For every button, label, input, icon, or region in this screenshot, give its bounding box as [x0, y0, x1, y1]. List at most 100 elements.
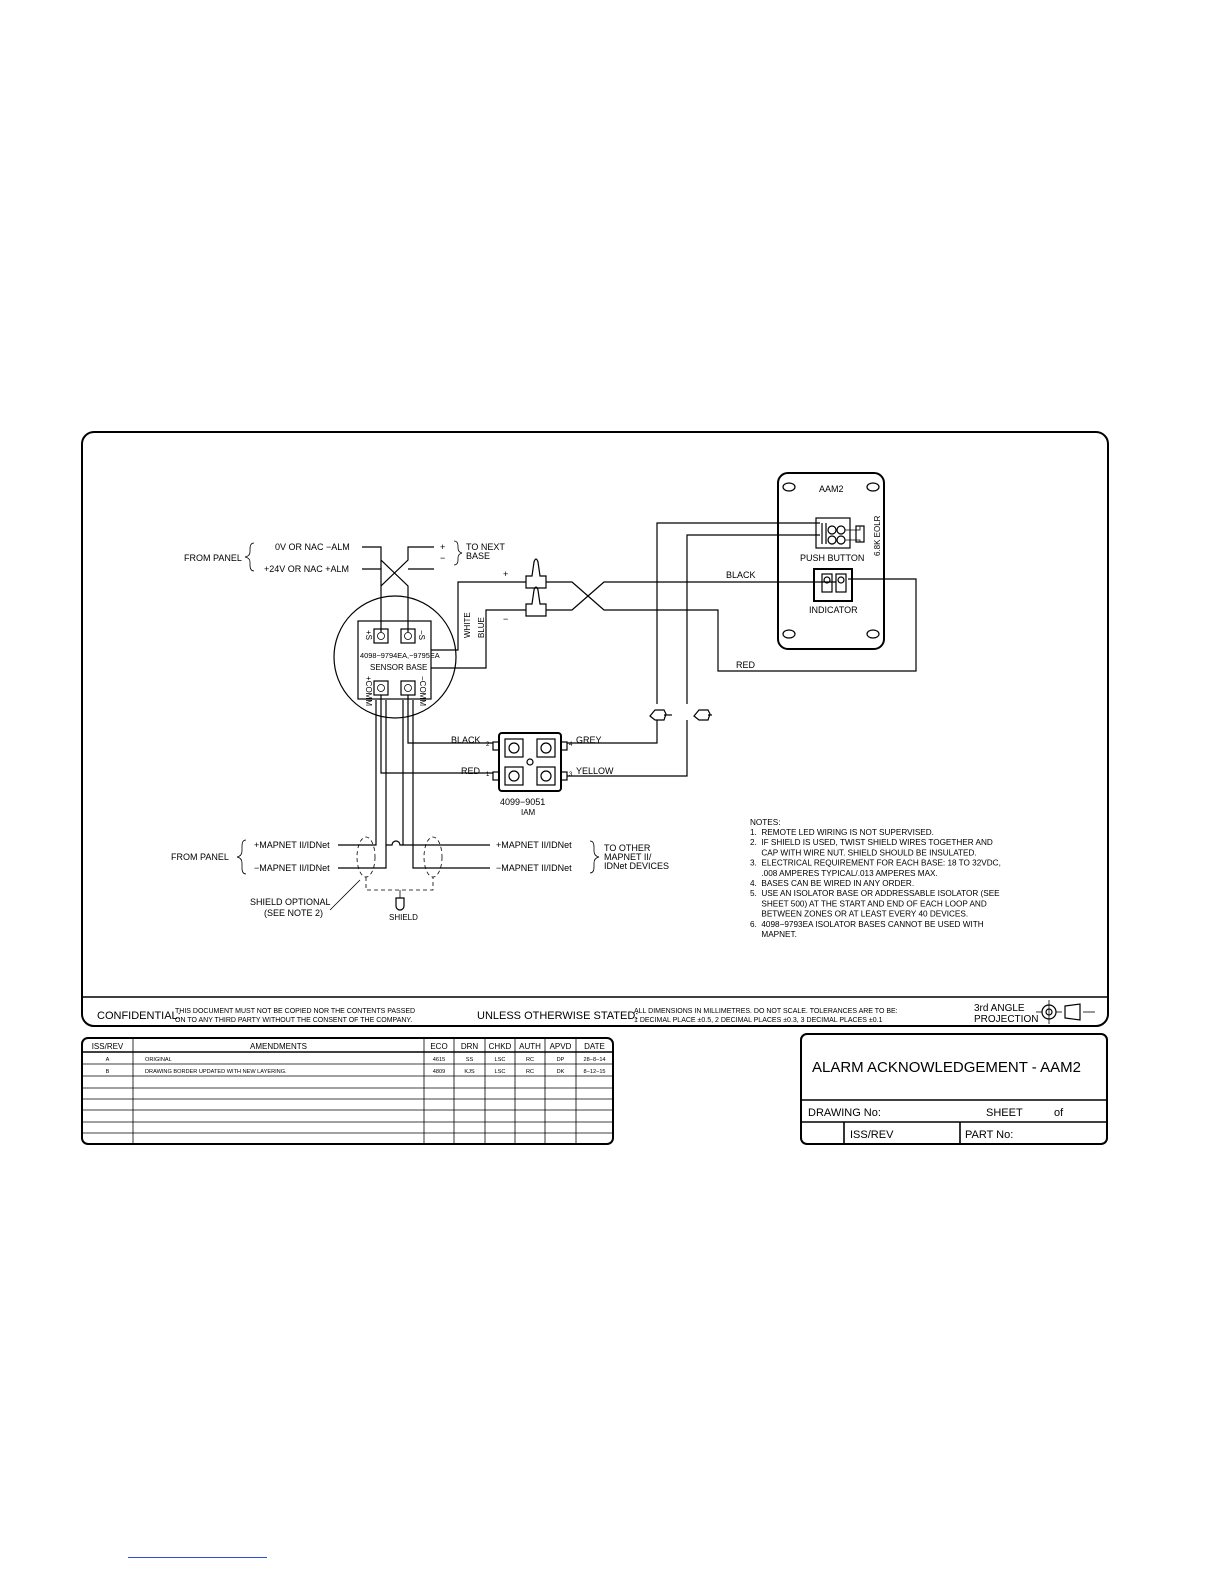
notes-heading: NOTES:: [750, 818, 780, 827]
table-header: AMENDMENTS: [250, 1042, 307, 1051]
table-cell: RC: [526, 1069, 534, 1075]
p24v-nac-alm-label: +24V OR NAC +ALM: [264, 564, 349, 574]
table-header: DRN: [461, 1042, 479, 1051]
iam-terminal: [536, 766, 556, 786]
iam-grey-label: GREY: [576, 735, 602, 745]
indicator-terminal: [835, 573, 847, 593]
note-line: 2. IF SHIELD IS USED, TWIST SHIELD WIRES…: [750, 838, 993, 847]
mount-hole-icon: [782, 482, 796, 492]
table-cell: DRAWING BORDER UPDATED WITH NEW LAYERING…: [145, 1069, 287, 1075]
aam2-title: AAM2: [819, 484, 844, 494]
to-other-2: MAPNET II/: [604, 852, 652, 862]
red-right-label: RED: [736, 660, 756, 670]
sensor-base-model: 4098−9794EA,−9795EA: [360, 651, 440, 660]
push-button-terminal-icon: [827, 525, 837, 535]
iss-rev-label: ISS/REV: [850, 1129, 894, 1141]
mapnet-in-minus-wire: [338, 700, 387, 869]
iam-terminal: [536, 738, 556, 758]
table-cell: RC: [526, 1057, 534, 1063]
confidential-line-1: THIS DOCUMENT MUST NOT BE COPIED NOR THE…: [175, 1008, 415, 1015]
note-line: CAP WITH WIRE NUT. SHIELD SHOULD BE INSU…: [750, 848, 977, 857]
wire-grey-iam: [567, 720, 658, 744]
brace-right-mapnet: [589, 840, 600, 874]
wire-cross: [380, 546, 434, 587]
note-line: 4. BASES CAN BE WIRED IN ANY ORDER.: [750, 879, 914, 888]
iam-model: 4099−9051: [500, 797, 545, 807]
note-line: .008 AMPERES TYPICAL/.013 AMPERES MAX.: [750, 869, 938, 878]
to-other-3: IDNet DEVICES: [604, 861, 669, 871]
wire-yellow-iam: [567, 720, 688, 777]
term-ps-screw-icon: [377, 632, 385, 640]
push-button-terminal-icon: [836, 525, 846, 535]
from-panel-mapnet-label: FROM PANEL: [171, 852, 229, 862]
shield-twist-left: [356, 836, 376, 878]
wire-grey-pb: [656, 522, 820, 704]
dims-line-1: ALL DIMENSIONS IN MILLIMETRES. DO NOT SC…: [634, 1008, 898, 1015]
page-link-underline: [128, 1557, 267, 1558]
table-cell: 4615: [433, 1057, 445, 1063]
iam-center-icon: [526, 758, 534, 766]
aam2-plate: [777, 472, 885, 650]
mapnet-out-plus: +MAPNET II/IDNet: [496, 840, 572, 850]
sensor-base-outline: [333, 595, 457, 719]
iam-screw-icon: [508, 770, 520, 782]
term-ps-label: +S: [364, 630, 373, 640]
note-line: 5. USE AN ISOLATOR BASE OR ADDRESSABLE I…: [750, 889, 1000, 898]
term-ms-screw-icon: [404, 632, 412, 640]
table-header: DATE: [584, 1042, 605, 1051]
projection-line-2: PROJECTION: [974, 1014, 1038, 1025]
title-block-border: [800, 1033, 1108, 1145]
drawing-no-label: DRAWING No:: [808, 1107, 881, 1119]
of-label: of: [1054, 1107, 1064, 1119]
term-mcomm-box: [400, 680, 416, 696]
confidential-label: CONFIDENTIAL:: [97, 1010, 181, 1022]
next-minus: −: [440, 553, 445, 563]
indicator-terminal: [821, 573, 833, 593]
wire-black-led: [546, 581, 836, 611]
shield-wire-nut-icon: [395, 897, 405, 911]
table-header: ECO: [430, 1042, 447, 1051]
wire-nut-icon: [525, 586, 547, 617]
push-button-terminal-icon: [836, 535, 846, 545]
amendments-border: [81, 1037, 614, 1145]
wire-red-iam: [380, 695, 493, 774]
sheet-label: SHEET: [986, 1107, 1023, 1119]
eolr-label: 6.8K EOLR: [873, 515, 882, 556]
table-header: ISS/REV: [92, 1042, 124, 1051]
white-label: WHITE: [463, 612, 472, 638]
iam-screw-icon: [508, 742, 520, 754]
term-ps-box: [373, 628, 389, 644]
indicator-label: INDICATOR: [809, 605, 858, 615]
mapnet-out-minus-wire: [412, 700, 490, 869]
wire-red-led: [546, 578, 917, 672]
wire-plus-label: +: [503, 569, 508, 579]
indicator-block: [813, 568, 853, 602]
table-cell: 28−8−14: [583, 1057, 605, 1063]
iam-pin-grey: 4: [569, 742, 573, 748]
push-button-block: [815, 517, 851, 549]
push-button-label: PUSH BUTTON: [800, 553, 864, 563]
shield-drain: [365, 877, 434, 891]
confidential-line-2: ON TO ANY THIRD PARTY WITHOUT THE CONSEN…: [175, 1017, 412, 1024]
brace-left-mapnet: [236, 839, 247, 875]
iam-tab: [560, 741, 568, 751]
black-top-label: BLACK: [726, 570, 756, 580]
table-cell: DK: [557, 1069, 565, 1075]
note-line: 6. 4098−9793EA ISOLATOR BASES CANNOT BE …: [750, 920, 984, 929]
note-line: MAPNET.: [750, 930, 797, 939]
iam-name: IAM: [521, 808, 536, 817]
wire-white: [431, 581, 526, 651]
mapnet-in-minus: −MAPNET II/IDNet: [254, 863, 330, 873]
table-header: AUTH: [519, 1042, 541, 1051]
indicator-screw-icon: [823, 576, 831, 584]
iam-module: [498, 732, 562, 792]
table-cell: ORIGINAL: [145, 1057, 172, 1063]
note-line: 3. ELECTRICAL REQUIREMENT FOR EACH BASE:…: [750, 859, 1001, 868]
brace-next-base: [453, 540, 463, 566]
mount-hole-icon: [866, 482, 880, 492]
wire-0v: [362, 546, 409, 632]
table-header: CHKD: [489, 1042, 512, 1051]
shield-twist-right: [423, 836, 443, 878]
term-mcomm-label: −COMM: [418, 676, 427, 706]
